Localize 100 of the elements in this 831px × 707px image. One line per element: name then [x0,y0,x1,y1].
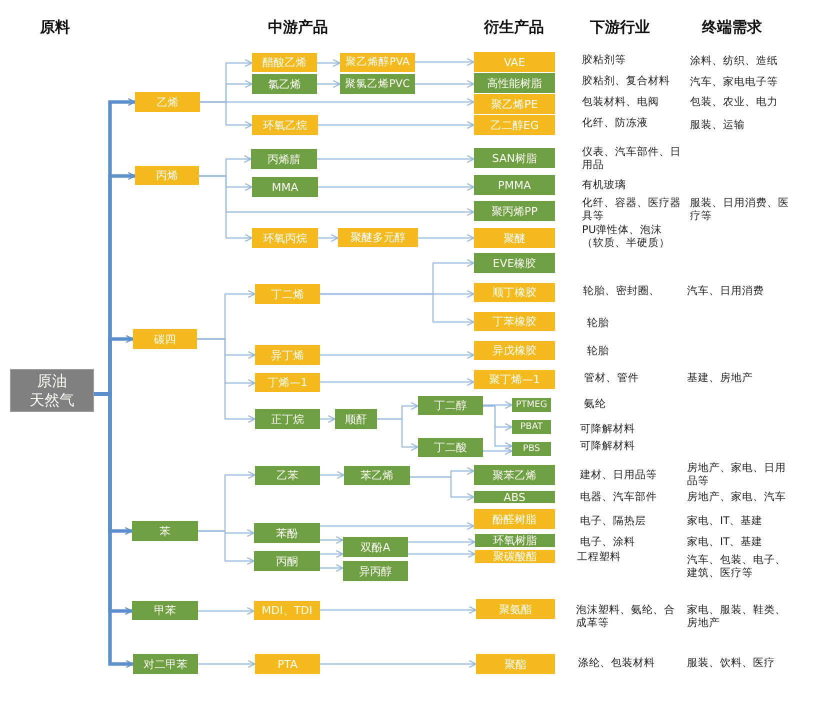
product-box: 丁二醇 [418,396,483,415]
product-box: 异丁烯 [255,345,320,365]
product-box: 聚苯乙烯 [474,465,555,485]
column-text: 轮胎、密封圈、 [583,285,660,298]
arrow [320,415,336,423]
column-heading: 终端需求 [700,18,763,36]
column-heading: 中游产品 [267,18,329,36]
arrow [320,564,344,572]
product-box: 氯乙烯 [252,74,317,94]
product-box: 高性能树脂 [474,73,555,93]
column-text: 涤纶、包装材料 [578,657,655,670]
product-box: 对二甲苯 [133,654,198,674]
arrow [318,234,339,242]
column-text: 家电、IT、基建 [687,536,763,549]
source-box: 原油 天然气 [10,369,94,412]
column-text: 胶粘剂、复合材料 [582,75,670,88]
product-box: 丁二烯 [255,284,320,304]
product-box: 异丙醇 [343,561,408,581]
arrow [197,338,256,423]
product-box: PMMA [474,175,555,195]
product-box: 聚乙烯PE [474,94,555,114]
column-text: 汽车、日用消费 [687,285,764,298]
column-text: 家电、IT、基建 [687,515,763,528]
product-box: 聚氯乙烯PVC [340,74,415,94]
product-box: 环氧乙烷 [252,115,318,135]
product-box: 异戊橡胶 [474,341,555,360]
column-text: 电器、汽车部件 [580,491,657,504]
column-text: 家电、服装、鞋类、房地产 [687,604,787,630]
arrow [320,351,475,359]
column-text: 仪表、汽车部件、日用品 [582,146,682,172]
column-text: 电子、涂料 [580,536,635,549]
product-box: EVE橡胶 [474,253,555,273]
column-text: 汽车、包装、电子、建筑、医疗等 [687,554,787,580]
arrow [408,538,476,546]
arrow [410,476,475,501]
product-box: 丁二酸 [418,438,483,457]
product-box: 苯乙烯 [344,466,410,485]
column-text: 汽车、家电电子等 [690,76,778,89]
product-box: 碳四 [133,329,197,349]
column-text: 电子、隔热层 [580,515,646,528]
column-text: 管材、管件 [584,372,639,385]
arrow [317,80,341,88]
column-text: 服装、饮料、医疗 [687,657,775,670]
column-heading: 原料 [38,18,71,36]
product-box: 聚氨酯 [476,599,555,619]
arrow [320,522,475,530]
product-box: 丙烯腈 [251,149,317,169]
arrow [320,293,475,326]
product-box: 乙二醇EG [474,115,555,135]
product-box: MMA [252,177,318,197]
product-box: PTMEG [512,398,551,412]
product-box: 顺丁橡胶 [474,283,555,302]
product-box: 丙酮 [254,551,320,571]
arrow [418,234,475,242]
product-box: 环氧丙烷 [252,228,318,248]
arrow [317,155,475,163]
arrow [320,536,344,544]
column-text: 泡沫塑料、氨纶、合成革等 [576,604,676,630]
column-text: 氨纶 [584,398,606,411]
column-text: 基建、房地产 [687,372,753,385]
column-text: 化纤、容器、医疗器具等 [582,197,682,223]
product-box: 丁烯—1 [255,373,320,392]
column-text: 服装、运输 [690,119,745,132]
column-heading: 衍生产品 [482,18,545,36]
product-box: 酚醛树脂 [474,509,555,529]
arrow [483,401,513,409]
product-box: 苯酚 [254,523,320,543]
arrow [320,471,345,479]
product-box: VAE [474,52,555,72]
product-box: 聚醚多元醇 [338,228,418,247]
column-text: 服装、日用消费、医疗等 [690,197,790,223]
arrow [415,58,475,66]
product-box: 苯 [132,521,198,541]
column-text: 建材、日用品等 [580,469,657,482]
arrow [198,660,256,668]
arrow [377,418,419,451]
column-text: 可降解材料 [580,423,635,436]
product-box: PTA [255,654,320,674]
product-box: 乙烯 [135,92,200,112]
arrow [318,183,475,191]
product-box: 聚丙烯PP [474,201,555,221]
arrow [320,606,477,614]
arrow [320,660,477,668]
product-box: 甲苯 [132,601,198,620]
product-box: 聚丁烯—1 [474,370,555,389]
column-text: 化纤、防冻液 [582,117,648,130]
product-box: 醋酸乙烯 [252,53,317,72]
product-box: 顺酐 [335,409,377,429]
arrow [318,121,475,129]
column-text: 有机玻璃 [582,179,626,192]
column-text: 房地产、家电、汽车 [687,491,786,504]
arrow [94,392,134,668]
column-heading: 下游行业 [589,18,651,36]
column-text: 可降解材料 [580,440,635,453]
arrow [200,101,253,129]
product-box: ABS [474,491,555,503]
product-box: PBS [512,442,551,456]
product-box: 聚碳酸酯 [475,550,555,563]
column-text: 轮胎 [587,345,609,358]
column-text: 工程塑料 [577,551,621,564]
